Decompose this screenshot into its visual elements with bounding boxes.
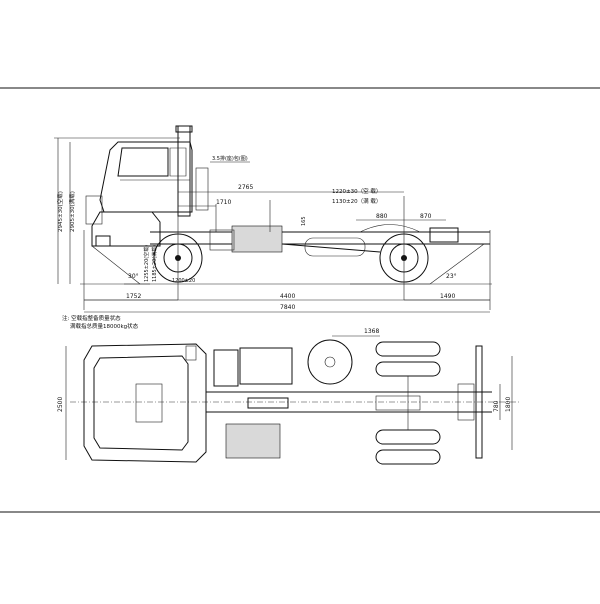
callout-exhaust-label: 3.5排(座)包(图) xyxy=(212,155,248,162)
cab-roof-inner xyxy=(93,355,189,451)
side-view: 3.5排(座)包(图) 2765 1710 1220±30（空 载） 1130±… xyxy=(54,125,492,313)
dim-label-1368: 1368 xyxy=(364,328,379,335)
fuel-tank xyxy=(304,237,366,257)
dim-label-4400: 4400 xyxy=(280,293,295,300)
front-bumper xyxy=(95,235,111,247)
mirror-grille xyxy=(85,195,103,225)
engine-mount xyxy=(209,229,235,251)
gearbox xyxy=(231,225,283,253)
cab-body xyxy=(99,141,193,213)
rear-cross-member xyxy=(475,345,483,459)
battery-box xyxy=(225,423,281,459)
dim-label-2500: 2500 xyxy=(57,397,64,412)
drive-shaft xyxy=(281,243,381,253)
rear-tyre-top-inner xyxy=(375,361,441,377)
dim-label-1800: 1800 xyxy=(505,397,512,412)
rear-tyre-bottom-outer xyxy=(375,449,441,465)
exhaust-top xyxy=(185,345,197,361)
dim-label-1752: 1752 xyxy=(126,293,141,300)
cab-window xyxy=(117,147,169,177)
dim-label-1185: 1185±20(满载) xyxy=(151,245,158,282)
dim-label-1220: 1220±30（空 载） xyxy=(332,187,381,195)
dim-label-1255: 1255±20(空载) xyxy=(143,245,150,282)
dim-label-2765: 2765 xyxy=(238,184,253,191)
dim-label-1710: 1710 xyxy=(216,199,231,206)
dim-label-165: 165 xyxy=(301,216,307,226)
air-tank xyxy=(239,347,293,385)
spare-wheel xyxy=(307,339,353,385)
spare-wheel-hub xyxy=(324,356,336,368)
dim-label-height-empty: 2945±30(空载) xyxy=(56,191,64,232)
cab-side-window xyxy=(169,147,187,177)
rear-coupling xyxy=(457,383,475,421)
angle-label-front: 30° xyxy=(128,273,139,280)
note-line-1: 注: 空载指整备质量状态 xyxy=(62,314,121,322)
dim-label-7840: 7840 xyxy=(280,304,295,311)
exhaust-cap xyxy=(175,125,193,133)
engine-block xyxy=(213,349,239,387)
top-view: 1368 2500 780 1800 xyxy=(57,328,520,465)
departure-angle-line xyxy=(429,243,485,285)
rear-tyre-top-outer xyxy=(375,341,441,357)
angle-label-rear: 23° xyxy=(446,273,457,280)
dim-label-880: 880 xyxy=(376,213,388,220)
note-line-2: 满载指总质量18000kg状态 xyxy=(70,322,139,330)
dim-label-1490: 1490 xyxy=(440,293,455,300)
rear-tyre-bottom-inner xyxy=(375,429,441,445)
dim-label-1200: 1200±20 xyxy=(172,278,195,284)
exhaust-stack xyxy=(177,125,191,217)
rear-axle-housing xyxy=(375,395,421,411)
dim-label-1130: 1130±20（满 载） xyxy=(332,197,381,205)
approach-angle-line xyxy=(91,245,141,285)
cab-roof-outline xyxy=(83,343,207,463)
dim-label-780: 780 xyxy=(493,400,500,412)
dim-label-870: 870 xyxy=(420,213,432,220)
rear-spring xyxy=(359,224,421,233)
transmission xyxy=(247,397,289,409)
dim-label-height-full: 2905±30(满载) xyxy=(68,191,76,232)
air-intake xyxy=(195,167,209,211)
rear-hitch xyxy=(429,227,459,243)
roof-hatch xyxy=(135,383,163,423)
